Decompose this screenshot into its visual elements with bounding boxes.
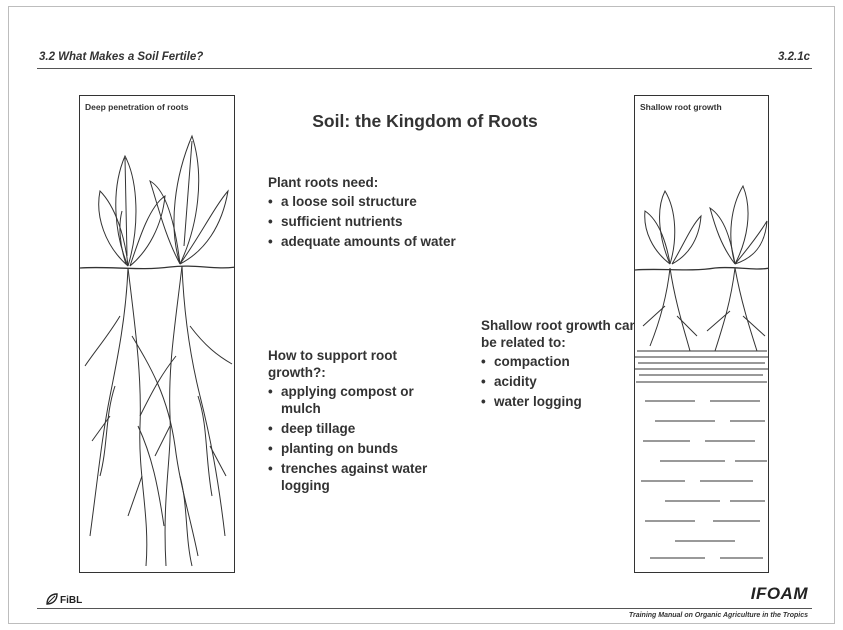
section-title: 3.2 What Makes a Soil Fertile? bbox=[39, 51, 203, 63]
support-growth-heading: How to support root growth?: bbox=[268, 347, 448, 381]
root-needs-list: •a loose soil structure •sufficient nutr… bbox=[268, 193, 468, 250]
bullet-icon: • bbox=[268, 460, 273, 477]
shallow-roots-drawing bbox=[635, 96, 769, 573]
fibl-leaf-icon bbox=[45, 592, 59, 606]
list-item: •planting on bunds bbox=[268, 440, 448, 457]
shallow-causes-block: Shallow root growth can be related to: •… bbox=[481, 317, 641, 413]
bullet-icon: • bbox=[481, 373, 486, 390]
support-growth-block: How to support root growth?: •applying c… bbox=[268, 347, 448, 497]
list-item: •sufficient nutrients bbox=[268, 213, 468, 230]
list-item: •trenches against water logging bbox=[268, 460, 448, 494]
deep-roots-illustration: Deep penetration of roots bbox=[79, 95, 235, 573]
bullet-icon: • bbox=[268, 383, 273, 400]
slide: 3.2 What Makes a Soil Fertile? 3.2.1c De… bbox=[8, 6, 835, 624]
root-needs-block: Plant roots need: •a loose soil structur… bbox=[268, 174, 468, 253]
list-item: •acidity bbox=[481, 373, 641, 390]
list-item: •a loose soil structure bbox=[268, 193, 468, 210]
manual-title: Training Manual on Organic Agriculture i… bbox=[629, 612, 808, 619]
bullet-icon: • bbox=[481, 393, 486, 410]
list-item: •compaction bbox=[481, 353, 641, 370]
slide-title: Soil: the Kingdom of Roots bbox=[260, 111, 590, 132]
list-item: •water logging bbox=[481, 393, 641, 410]
bullet-icon: • bbox=[268, 440, 273, 457]
root-needs-heading: Plant roots need: bbox=[268, 174, 468, 191]
bullet-icon: • bbox=[268, 213, 273, 230]
header-rule bbox=[37, 68, 812, 69]
list-item: •deep tillage bbox=[268, 420, 448, 437]
shallow-causes-list: •compaction •acidity •water logging bbox=[481, 353, 641, 410]
ifoam-logo: IFOAM bbox=[751, 584, 808, 604]
list-item: •applying compost or mulch bbox=[268, 383, 448, 417]
bullet-icon: • bbox=[268, 420, 273, 437]
fibl-logo: FiBL bbox=[45, 592, 82, 606]
footer-rule bbox=[37, 608, 812, 609]
list-item: •adequate amounts of water bbox=[268, 233, 468, 250]
slide-code: 3.2.1c bbox=[778, 51, 810, 63]
shallow-causes-heading: Shallow root growth can be related to: bbox=[481, 317, 641, 351]
bullet-icon: • bbox=[481, 353, 486, 370]
support-growth-list: •applying compost or mulch •deep tillage… bbox=[268, 383, 448, 494]
deep-roots-drawing bbox=[80, 96, 235, 573]
shallow-roots-illustration: Shallow root growth bbox=[634, 95, 769, 573]
bullet-icon: • bbox=[268, 193, 273, 210]
bullet-icon: • bbox=[268, 233, 273, 250]
